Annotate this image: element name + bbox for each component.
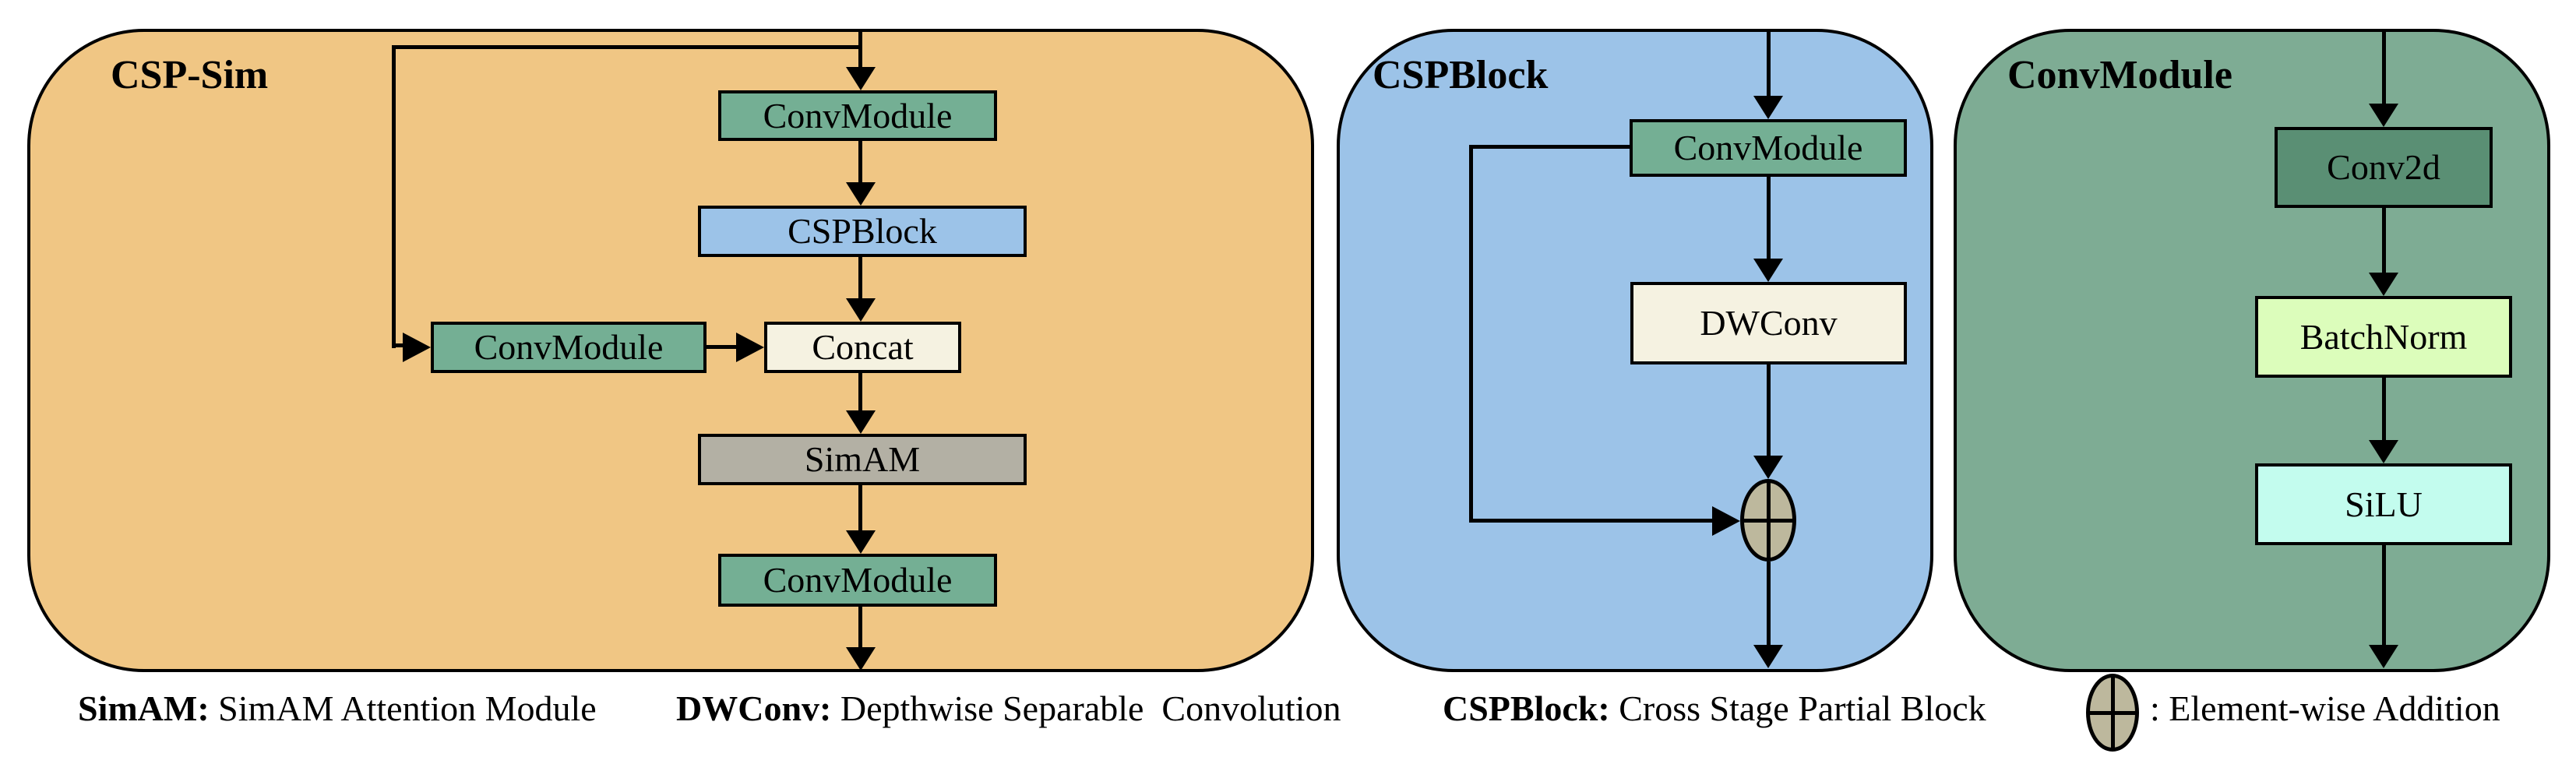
element-wise-addition-icon [2086, 674, 2139, 752]
arrowhead-down-icon [2369, 645, 2398, 668]
arrow-line [858, 485, 862, 530]
arrowhead-right-icon [1712, 506, 1740, 536]
node-concat: Concat [764, 322, 961, 373]
node-simam: SimAM [698, 434, 1027, 485]
node-label: DWConv [1700, 303, 1838, 343]
arrowhead-down-icon [1753, 645, 1783, 668]
legend-dwconv: DWConv: Depthwise Separable Convolution [676, 688, 1341, 730]
legend-desc: SimAM Attention Module [209, 688, 597, 728]
legend-desc: Depthwise Separable Convolution [831, 688, 1341, 728]
node-label: ConvModule [763, 95, 953, 136]
node-convmodule-branch: ConvModule [431, 322, 707, 373]
arrow-line [858, 607, 862, 649]
node-convmodule-1: ConvModule [718, 90, 997, 141]
node-conv2d: Conv2d [2275, 127, 2493, 208]
legend-desc: : Element-wise Addition [2150, 688, 2500, 728]
arrow-line [1767, 32, 1771, 96]
arrowhead-down-icon [1753, 456, 1783, 479]
panel-convmodule-title: ConvModule [2007, 53, 2232, 97]
node-cspblock: CSPBlock [698, 206, 1027, 257]
arrowhead-down-icon [2369, 273, 2398, 296]
arrowhead-down-icon [846, 67, 876, 90]
arrowhead-down-icon [846, 530, 876, 554]
node-label: BatchNorm [2299, 316, 2468, 357]
legend-simam: SimAM: SimAM Attention Module [78, 688, 597, 730]
arrowhead-down-icon [846, 298, 876, 322]
node-label: SimAM [804, 439, 921, 479]
panel-cspblock-title: CSPBlock [1373, 53, 1549, 97]
node-batchnorm: BatchNorm [2255, 296, 2512, 378]
arrowhead-down-icon [846, 410, 876, 434]
skip-line [1469, 145, 1630, 149]
arrow-line [1767, 562, 1771, 645]
node-convmodule-3: ConvModule [718, 554, 997, 607]
branch-line [392, 343, 407, 347]
skip-line [1469, 145, 1473, 523]
node-label: ConvModule [474, 327, 664, 367]
arrowhead-down-icon [1753, 259, 1783, 282]
plus-horizontal-bar [2090, 710, 2135, 715]
node-label: Conv2d [2327, 147, 2440, 187]
arrow-line [2382, 208, 2386, 273]
arrow-line [2382, 32, 2386, 104]
arrowhead-down-icon [2369, 440, 2398, 463]
arrow-line [2382, 545, 2386, 645]
legend-term: DWConv: [676, 688, 832, 728]
plus-horizontal-bar [1744, 518, 1792, 523]
arrow-line [1767, 177, 1771, 259]
arrowhead-down-icon [2369, 104, 2398, 127]
arrow-line [1767, 364, 1771, 456]
legend-term: SimAM: [78, 688, 210, 728]
node-label: CSPBlock [788, 211, 937, 251]
node-label: SiLU [2345, 484, 2423, 524]
legend-addition: : Element-wise Addition [2150, 688, 2500, 730]
legend-term: CSPBlock: [1443, 688, 1610, 728]
arrowhead-right-icon [736, 333, 764, 362]
arrow-line [858, 32, 862, 69]
arrowhead-down-icon [846, 647, 876, 671]
skip-line [1469, 519, 1712, 523]
legend-desc: Cross Stage Partial Block [1609, 688, 1986, 728]
arrow-line [858, 141, 862, 182]
node-label: ConvModule [1673, 128, 1863, 167]
node-silu: SiLU [2255, 463, 2512, 545]
node-dwconv: DWConv [1630, 282, 1907, 364]
arrow-line [707, 345, 738, 349]
branch-line [392, 45, 862, 49]
element-wise-addition-icon [1740, 479, 1796, 562]
arrowhead-down-icon [1753, 96, 1783, 119]
panel-csp-sim-title: CSP-Sim [111, 53, 269, 97]
arrow-line [2382, 378, 2386, 440]
arrowhead-down-icon [846, 182, 876, 206]
node-label: ConvModule [763, 560, 953, 600]
node-convmodule-csp: ConvModule [1630, 119, 1907, 177]
legend-cspblock: CSPBlock: Cross Stage Partial Block [1443, 688, 1986, 730]
node-label: Concat [812, 327, 914, 367]
branch-line [392, 45, 396, 348]
arrow-line [858, 373, 862, 410]
arrow-line [858, 257, 862, 298]
arrowhead-right-icon [403, 333, 431, 362]
